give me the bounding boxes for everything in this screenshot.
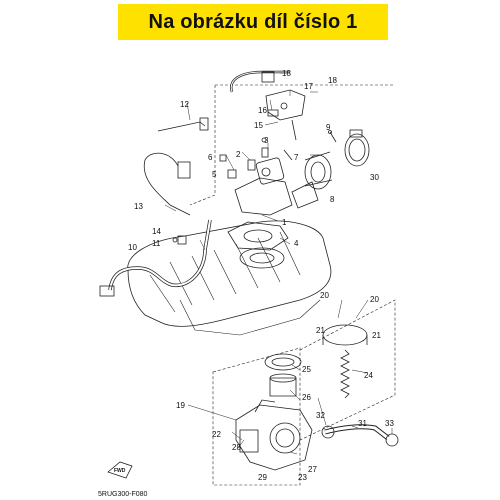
callout-2: 2 (236, 150, 241, 159)
callout-3: 3 (264, 136, 269, 145)
gasket-part-4 (227, 221, 289, 251)
callout-28: 28 (232, 443, 241, 452)
callout-10: 10 (128, 243, 137, 252)
cover-part-21 (322, 324, 368, 346)
clamp-part-11 (177, 235, 187, 245)
hose-part-31 (324, 424, 390, 440)
callout-14: 14 (152, 227, 161, 236)
callout-31: 31 (358, 419, 367, 428)
clip-part-33 (385, 433, 399, 447)
cable-part-13 (143, 152, 191, 216)
fwd-label: FWD (114, 468, 126, 474)
callout-13: 13 (134, 202, 143, 211)
wire-part-12 (157, 117, 209, 132)
callout-21-right: 21 (372, 331, 381, 340)
callout-26: 26 (302, 393, 311, 402)
spring-part-24 (340, 349, 350, 399)
callout-20-left: 20 (320, 291, 329, 300)
callout-4: 4 (294, 239, 299, 248)
leader-lines (164, 72, 393, 455)
screw-part-9 (328, 130, 337, 143)
callout-20-right: 20 (370, 295, 379, 304)
bolt-part-14 (172, 237, 178, 243)
joint-part-8 (304, 151, 333, 190)
callout-12: 12 (180, 100, 189, 109)
assembly-frame-upper (189, 84, 395, 206)
callout-23: 23 (298, 473, 307, 482)
carburetor-part-19 (235, 399, 313, 471)
diaphragm-part-25 (264, 353, 302, 371)
callout-33: 33 (385, 419, 394, 428)
callout-7: 7 (294, 153, 299, 162)
sensor-part-16 (267, 109, 297, 141)
callout-11: 11 (152, 239, 161, 248)
callout-25: 25 (302, 365, 311, 374)
component-18-top (261, 71, 275, 83)
callout-32: 32 (316, 411, 325, 420)
callout-6: 6 (208, 153, 213, 162)
callout-21-left: 21 (316, 326, 325, 335)
callout-22: 22 (212, 430, 221, 439)
clamp-part-30 (344, 129, 370, 167)
callout-18-upper: 18 (282, 69, 291, 78)
title-banner: Na obrázku díl číslo 1 (118, 4, 388, 40)
hose-part-10 (99, 219, 212, 297)
small-parts-cluster (219, 137, 293, 179)
callout-8: 8 (330, 195, 335, 204)
callout-18-right: 18 (328, 76, 337, 85)
callout-27: 27 (308, 465, 317, 474)
callout-19: 19 (176, 401, 185, 410)
clip-part-32 (321, 425, 335, 439)
engine-block (127, 220, 332, 336)
callout-30: 30 (370, 173, 379, 182)
callout-9: 9 (326, 123, 331, 132)
title-text: Na obrázku díl číslo 1 (148, 10, 358, 33)
piston-part-26 (269, 373, 297, 397)
callout-24: 24 (364, 371, 373, 380)
callout-5: 5 (212, 170, 217, 179)
callout-15: 15 (254, 121, 263, 130)
bracket-part-17 (265, 89, 306, 121)
callout-16: 16 (258, 106, 267, 115)
callout-labels: 1 2 3 4 5 6 7 8 9 10 11 12 13 14 15 16 1… (128, 69, 394, 482)
callout-1: 1 (282, 218, 287, 227)
callout-29: 29 (258, 473, 267, 482)
callout-17: 17 (304, 82, 313, 91)
intake-manifold-part-1 (234, 157, 319, 216)
diagram-code: 5RUG300-F080 (98, 491, 148, 498)
fwd-arrow-icon: FWD (107, 461, 133, 479)
